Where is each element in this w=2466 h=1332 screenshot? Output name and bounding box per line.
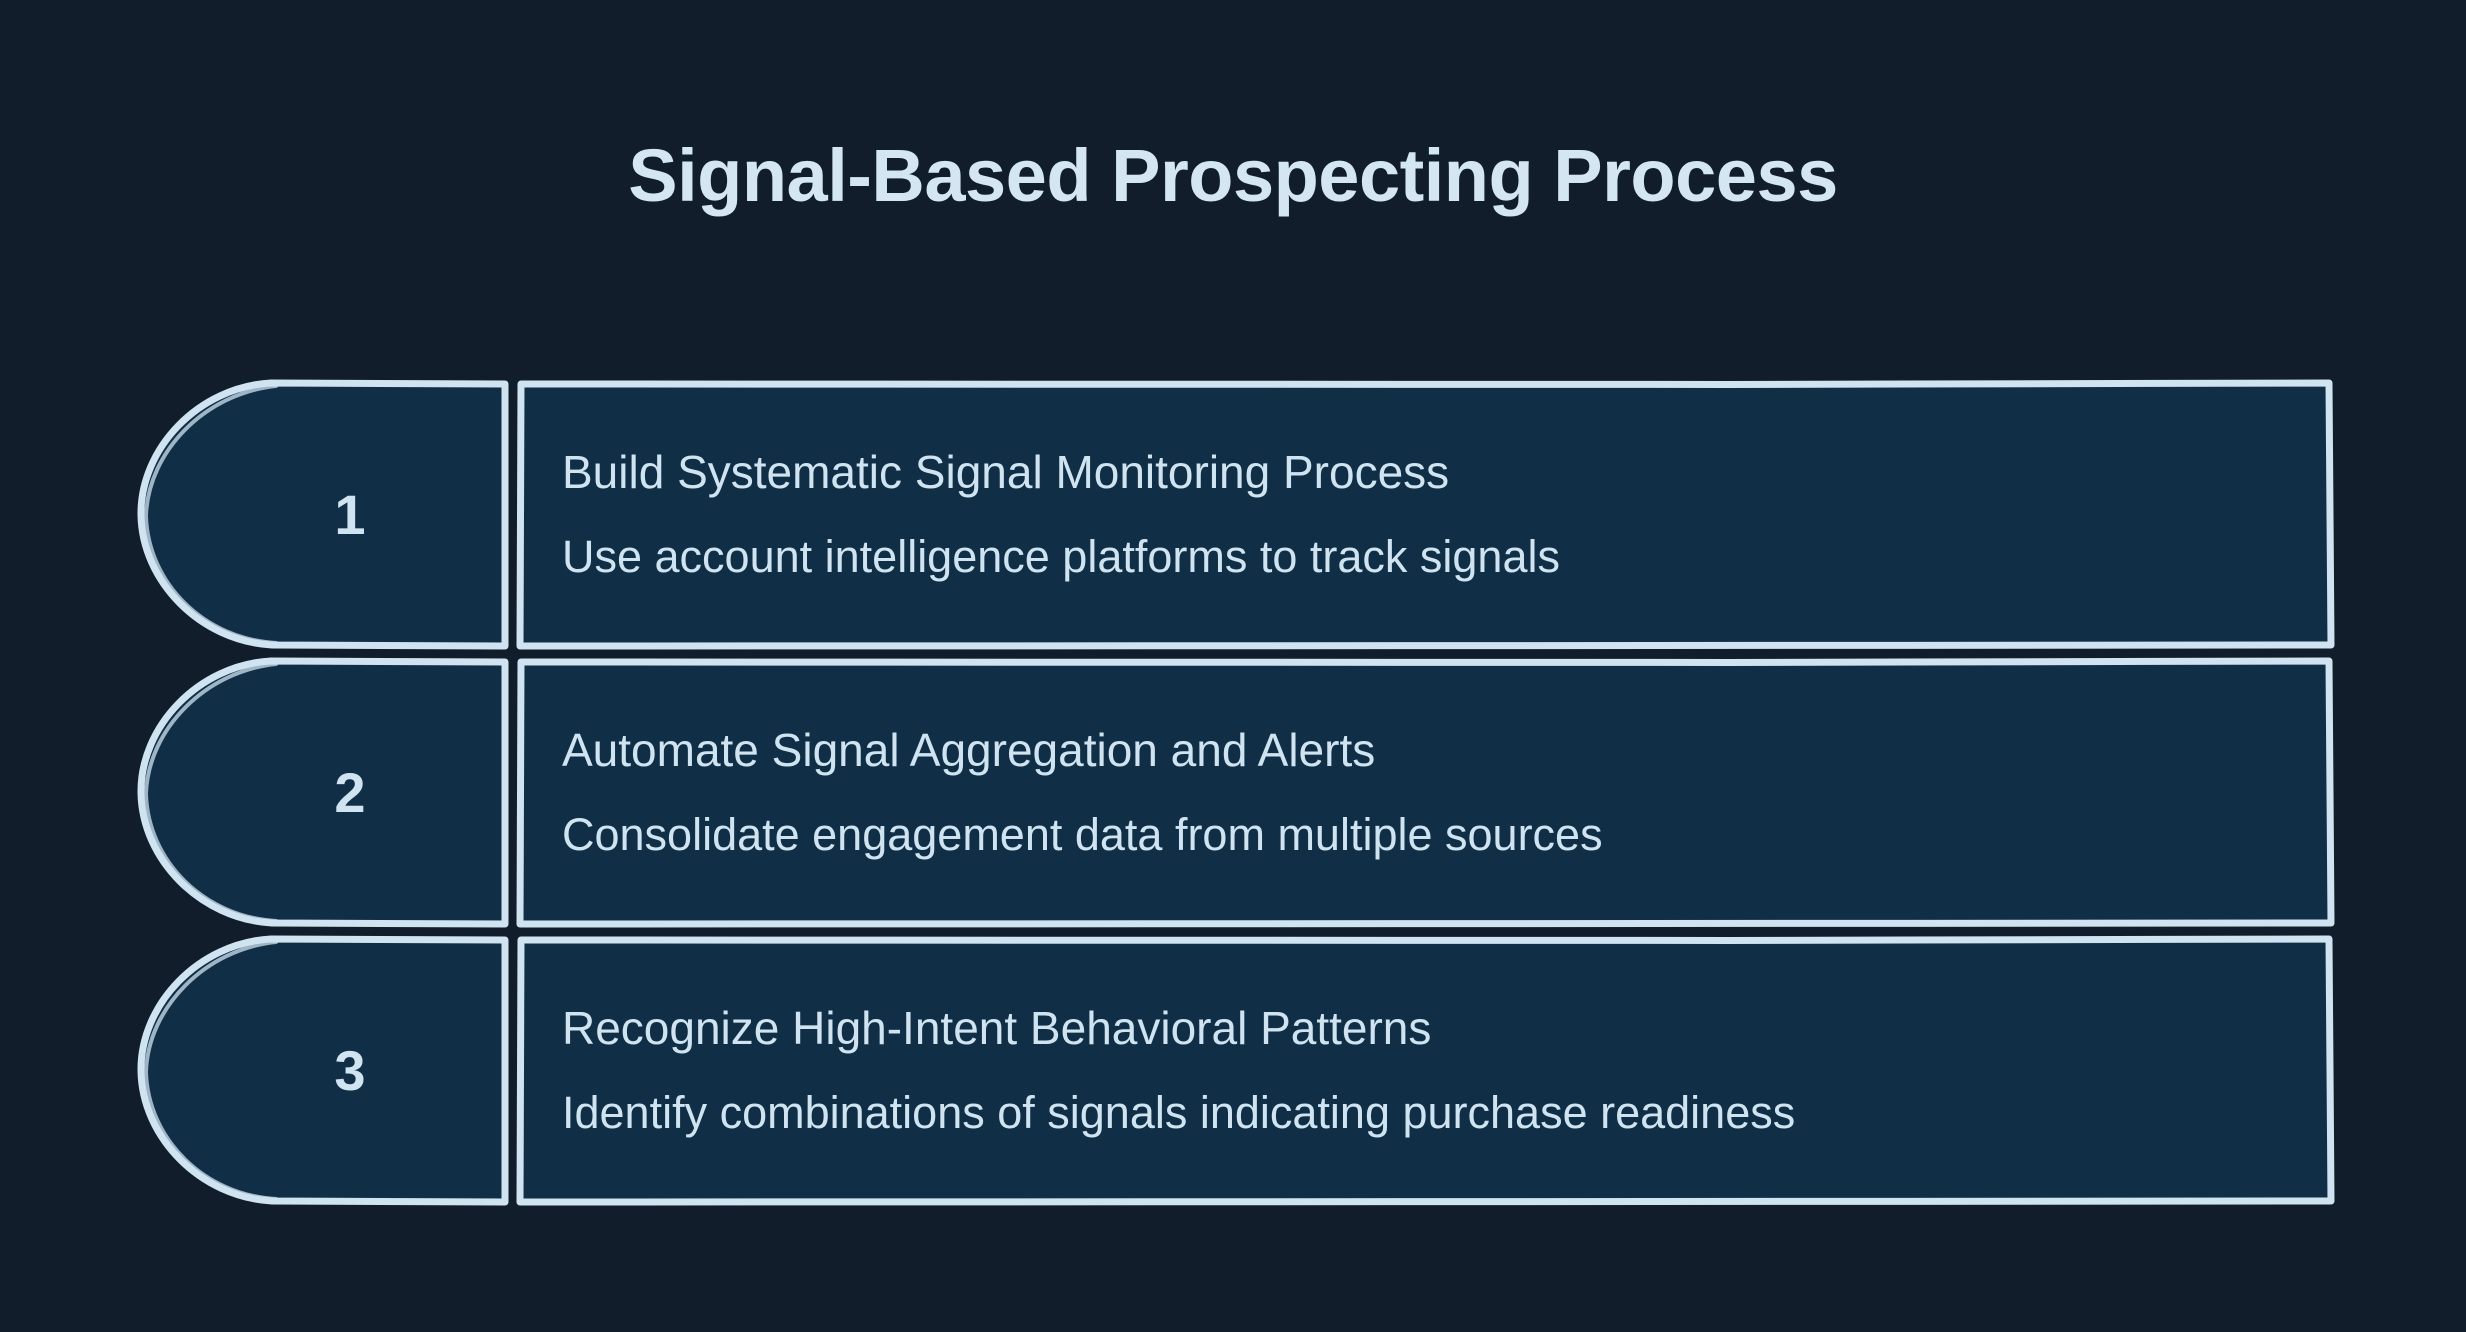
step-title: Automate Signal Aggregation and Alerts: [562, 723, 1376, 776]
step-number-badge: 3: [137, 935, 509, 1206]
steps-list: 1 Build Systematic Signal Monitoring Pro…: [137, 378, 2335, 1207]
step-row: 1 Build Systematic Signal Monitoring Pro…: [137, 378, 2335, 651]
step-text-panel: Recognize High-Intent Behavioral Pattern…: [516, 934, 2335, 1207]
step-subtitle: Use account intelligence platforms to tr…: [562, 530, 1560, 582]
badge-sketch-shape: [137, 657, 509, 928]
step-number: 3: [334, 1038, 366, 1102]
panel-sketch-shape: [516, 656, 2335, 929]
step-number: 1: [334, 482, 366, 546]
step-text-panel: Automate Signal Aggregation and Alerts C…: [516, 656, 2335, 929]
step-title: Recognize High-Intent Behavioral Pattern…: [562, 1001, 1432, 1054]
step-number-badge: 1: [137, 379, 509, 650]
step-title: Build Systematic Signal Monitoring Proce…: [562, 445, 1450, 498]
step-subtitle: Identify combinations of signals indicat…: [562, 1086, 1796, 1138]
panel-sketch-shape: [516, 934, 2335, 1207]
badge-sketch-shape: [137, 935, 509, 1206]
step-subtitle: Consolidate engagement data from multipl…: [562, 808, 1603, 860]
step-text-block: Build Systematic Signal Monitoring Proce…: [520, 383, 2330, 645]
step-text-panel: Build Systematic Signal Monitoring Proce…: [516, 378, 2335, 651]
step-text-block: Recognize High-Intent Behavioral Pattern…: [520, 939, 2330, 1201]
step-number: 2: [334, 760, 366, 824]
step-row: 2 Automate Signal Aggregation and Alerts…: [137, 656, 2335, 929]
step-row: 3 Recognize High-Intent Behavioral Patte…: [137, 934, 2335, 1207]
panel-sketch-shape: [516, 378, 2335, 651]
page-title: Signal-Based Prospecting Process: [628, 134, 1838, 217]
badge-sketch-shape: [137, 379, 509, 650]
step-text-block: Automate Signal Aggregation and Alerts C…: [520, 661, 2330, 923]
step-number-badge: 2: [137, 657, 509, 928]
